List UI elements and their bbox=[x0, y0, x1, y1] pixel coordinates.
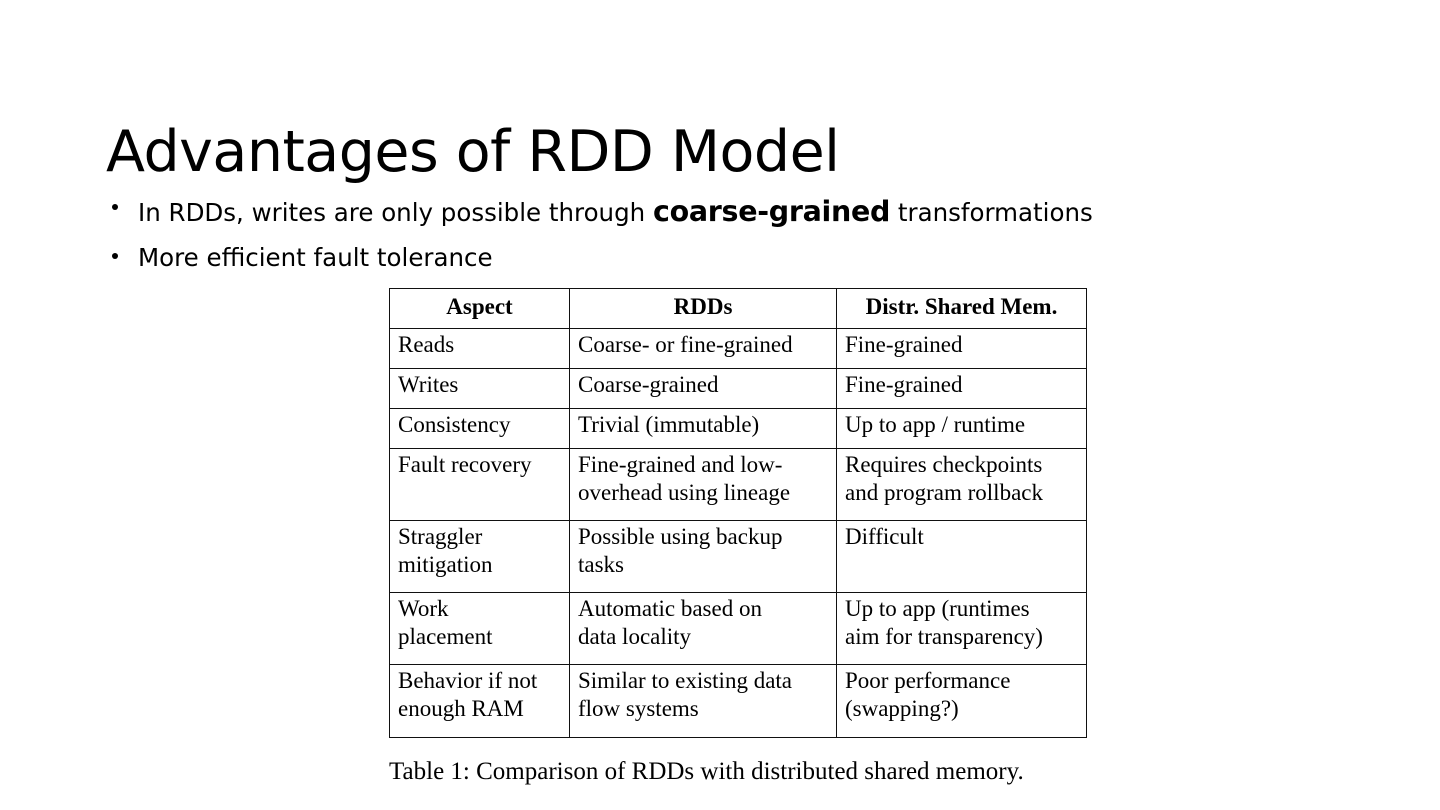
table-header: Aspect RDDs Distr. Shared Mem. bbox=[389, 288, 1087, 329]
comparison-table: Aspect RDDs Distr. Shared Mem. Reads Coa… bbox=[389, 288, 1087, 738]
cell-line: aim for transparency) bbox=[845, 623, 1043, 649]
cell-rdds: Fine-grained and low- overhead using lin… bbox=[569, 448, 837, 521]
cell-aspect: Reads bbox=[389, 328, 570, 369]
cell-line: Requires checkpoints bbox=[845, 452, 1043, 477]
cell-line: Difficult bbox=[845, 524, 924, 549]
list-item: In RDDs, writes are only possible throug… bbox=[108, 193, 1288, 230]
table-row: Reads Coarse- or fine-grained Fine-grain… bbox=[389, 328, 1087, 369]
cell-dsm: Poor performance (swapping?) bbox=[836, 664, 1087, 738]
cell-line: Work bbox=[398, 596, 449, 621]
table-body: Reads Coarse- or fine-grained Fine-grain… bbox=[389, 328, 1087, 738]
comparison-table-container: Aspect RDDs Distr. Shared Mem. Reads Coa… bbox=[389, 288, 1087, 738]
cell-line: Coarse-grained bbox=[578, 372, 719, 397]
column-header-dsm: Distr. Shared Mem. bbox=[836, 288, 1087, 329]
cell-rdds: Possible using backup tasks bbox=[569, 520, 837, 593]
cell-aspect: Work placement bbox=[389, 592, 570, 665]
cell-rdds: Coarse-grained bbox=[569, 368, 837, 409]
bullet-text-prefix: In RDDs, writes are only possible throug… bbox=[138, 198, 653, 227]
cell-line: placement bbox=[398, 623, 493, 649]
cell-line: Straggler bbox=[398, 524, 483, 549]
cell-line: enough RAM bbox=[398, 695, 524, 721]
column-header-aspect: Aspect bbox=[389, 288, 570, 329]
cell-line: Consistency bbox=[398, 412, 511, 437]
cell-aspect: Straggler mitigation bbox=[389, 520, 570, 593]
cell-line: Coarse- or fine-grained bbox=[578, 332, 793, 357]
cell-line: Similar to existing data bbox=[578, 668, 792, 693]
cell-line: Fine-grained bbox=[845, 372, 963, 397]
cell-line: Poor performance bbox=[845, 668, 1011, 693]
bullet-text-emphasis: coarse-grained bbox=[652, 195, 891, 228]
cell-line: data locality bbox=[578, 623, 692, 649]
cell-line: and program rollback bbox=[845, 479, 1043, 505]
cell-line: Fine-grained and low- bbox=[578, 452, 783, 477]
cell-rdds: Similar to existing data flow systems bbox=[569, 664, 837, 738]
table-row: Writes Coarse-grained Fine-grained bbox=[389, 368, 1087, 409]
table-row: Consistency Trivial (immutable) Up to ap… bbox=[389, 408, 1087, 449]
cell-line: Possible using backup bbox=[578, 524, 783, 549]
cell-dsm: Fine-grained bbox=[836, 328, 1087, 369]
cell-line: Up to app (runtimes bbox=[845, 596, 1030, 621]
cell-line: Automatic based on bbox=[578, 596, 762, 621]
table-row: Work placement Automatic based on data l… bbox=[389, 592, 1087, 665]
cell-line: Writes bbox=[398, 372, 459, 397]
table-row: Behavior if not enough RAM Similar to ex… bbox=[389, 664, 1087, 738]
cell-aspect: Writes bbox=[389, 368, 570, 409]
cell-line: Fault recovery bbox=[398, 452, 532, 477]
table-caption: Table 1: Comparison of RDDs with distrib… bbox=[389, 758, 1024, 785]
cell-line: (swapping?) bbox=[845, 695, 959, 721]
list-item: More efficient fault tolerance bbox=[108, 242, 1288, 274]
cell-aspect: Behavior if not enough RAM bbox=[389, 664, 570, 738]
cell-line: tasks bbox=[578, 551, 624, 577]
bullet-text-prefix: More efficient fault tolerance bbox=[138, 243, 493, 273]
bullet-list: In RDDs, writes are only possible throug… bbox=[108, 193, 1288, 286]
cell-line: Trivial (immutable) bbox=[578, 412, 760, 437]
cell-line: flow systems bbox=[578, 695, 699, 721]
table-row: Straggler mitigation Possible using back… bbox=[389, 520, 1087, 593]
cell-line: Up to app / runtime bbox=[845, 412, 1026, 437]
cell-rdds: Automatic based on data locality bbox=[569, 592, 837, 665]
cell-dsm: Fine-grained bbox=[836, 368, 1087, 409]
bullet-text-suffix: transformations bbox=[890, 198, 1093, 227]
bullet-dot-icon bbox=[112, 253, 118, 260]
bullet-dot-icon bbox=[112, 204, 118, 210]
cell-line: mitigation bbox=[398, 551, 493, 577]
cell-line: overhead using lineage bbox=[578, 479, 791, 505]
table-row: Fault recovery Fine-grained and low- ove… bbox=[389, 448, 1087, 521]
cell-dsm: Requires checkpoints and program rollbac… bbox=[836, 448, 1087, 521]
cell-aspect: Fault recovery bbox=[389, 448, 570, 521]
cell-aspect: Consistency bbox=[389, 408, 570, 449]
table-header-row: Aspect RDDs Distr. Shared Mem. bbox=[389, 288, 1087, 329]
cell-rdds: Coarse- or fine-grained bbox=[569, 328, 837, 369]
cell-line: Behavior if not bbox=[398, 668, 538, 693]
cell-dsm: Difficult bbox=[836, 520, 1087, 593]
page-title: Advantages of RDD Model bbox=[106, 119, 840, 186]
cell-dsm: Up to app / runtime bbox=[836, 408, 1087, 449]
cell-line: Fine-grained bbox=[845, 332, 963, 357]
cell-line: Reads bbox=[398, 332, 455, 357]
cell-dsm: Up to app (runtimes aim for transparency… bbox=[836, 592, 1087, 665]
cell-rdds: Trivial (immutable) bbox=[569, 408, 837, 449]
column-header-rdds: RDDs bbox=[569, 288, 837, 329]
